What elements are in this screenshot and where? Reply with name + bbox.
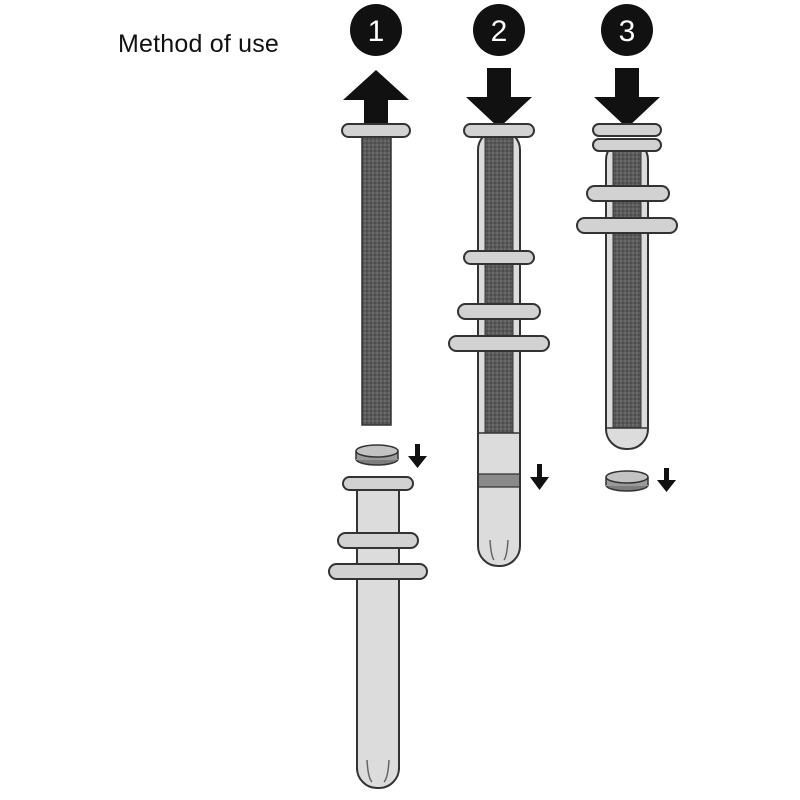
diagram-title: Method of use [118, 30, 280, 58]
down-arrow-icon [594, 68, 660, 128]
tube-ring [576, 217, 678, 234]
plunger-rod [361, 136, 392, 426]
plunger-disc [463, 123, 535, 138]
step-3-number: 3 [619, 15, 636, 48]
down-arrow-icon [466, 68, 532, 128]
step-1-badge: 1 [350, 4, 402, 56]
tube-ring [463, 250, 535, 265]
plunger-disc [341, 123, 411, 138]
up-arrow-icon [343, 70, 409, 130]
step-2-number: 2 [491, 15, 508, 48]
small-down-arrow-icon [408, 444, 427, 468]
tube-ring [448, 335, 550, 352]
step-2-badge: 2 [473, 4, 525, 56]
tube-ring [328, 563, 428, 580]
plunger-rod [484, 134, 514, 434]
step-1: 1 [328, 4, 428, 789]
step-1-number: 1 [368, 15, 385, 48]
small-down-arrow-icon [530, 464, 549, 490]
plunger-disc [592, 123, 662, 137]
tube-ring [457, 303, 541, 320]
tablet-in-tube [479, 474, 519, 487]
step-2: 2 [448, 4, 550, 567]
step-3: 3 [576, 4, 678, 492]
tablet [605, 470, 649, 492]
tube-ring [592, 138, 662, 152]
tube-ring [337, 532, 419, 549]
small-down-arrow-icon [657, 468, 676, 492]
tube-ring [342, 476, 414, 491]
step-3-badge: 3 [601, 4, 653, 56]
tube-ring [586, 185, 670, 202]
tablet [355, 444, 399, 466]
